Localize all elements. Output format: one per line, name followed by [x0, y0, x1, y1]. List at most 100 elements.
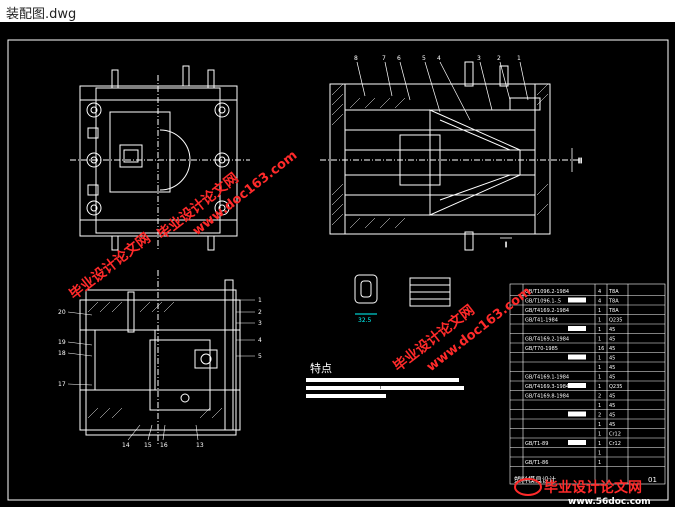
bom-cell-qty: 1 — [598, 327, 601, 333]
bom-redacted-cell — [568, 383, 586, 388]
bom-cell-qty: 1 — [598, 308, 601, 314]
bom-cell-part: GB/T1096.2-1984 — [525, 289, 569, 295]
bom-cell-mat: 45 — [609, 356, 615, 362]
callout-14: 14 — [122, 442, 130, 449]
bom-redacted-cell — [568, 297, 586, 303]
bom-cell-qty: 4 — [598, 289, 601, 295]
bom-cell-mat: T8A — [608, 308, 619, 314]
callout-r4: 4 — [258, 337, 262, 344]
sheet-border — [7, 39, 669, 501]
bom-cell-qty: 1 — [598, 365, 601, 371]
bom-cell-mat: 45 — [609, 337, 615, 343]
bom-cell-qty: 1 — [598, 356, 601, 362]
footer-cn: 毕业设计论文网 — [544, 479, 642, 496]
watermark-2: 毕业设计论文网 — [66, 229, 154, 303]
bottom-callouts: 14 15 16 13 — [122, 424, 204, 449]
bom-cell-part: GB/T4169.3-1984 — [525, 384, 569, 390]
bom-cell-qty: 1 — [598, 403, 601, 409]
left-callouts: 20 19 18 17 — [58, 309, 93, 388]
bom-cell-mat: Cr12 — [609, 432, 621, 438]
bom-cell-qty: 1 — [598, 432, 601, 438]
bom-cell-qty: 1 — [598, 384, 601, 390]
bom-cell-mat: 45 — [609, 365, 615, 371]
bom-cell-mat: Q235 — [609, 318, 622, 324]
callout-15: 15 — [144, 442, 152, 449]
bom-cell-qty: 16 — [598, 346, 604, 352]
callout-1: 1 — [517, 55, 521, 62]
right-callouts: 1 2 3 4 5 — [236, 297, 262, 360]
front-hatching — [87, 301, 223, 419]
callout-6: 6 — [397, 55, 401, 62]
bom-cell-mat: Cr12 — [609, 441, 621, 447]
view-label-ii: II — [578, 157, 582, 165]
bom-cell-part: GB/T4169.8-1984 — [525, 394, 569, 400]
bom-cell-qty: 1 — [598, 460, 601, 466]
bom-cell-mat: 45 — [609, 403, 615, 409]
callout-3: 3 — [477, 55, 481, 62]
window-title: 装配图.dwg — [6, 7, 77, 22]
callout-2: 2 — [497, 55, 501, 62]
callout-7: 7 — [382, 55, 386, 62]
section-markers: II I — [500, 148, 583, 249]
bom-redacted-cell — [568, 354, 586, 360]
bom-cell-part: GB/T1-86 — [525, 460, 548, 466]
bom-redacted-cell — [568, 411, 586, 417]
bom-cell-part: GB/T1096.1-.5 — [525, 299, 561, 305]
callout-18: 18 — [58, 350, 66, 357]
callout-r2: 2 — [258, 309, 262, 316]
window-titlebar: 装配图.dwg — [0, 0, 675, 23]
watermark-cn-2: 毕业设计论文网 — [66, 229, 154, 303]
features-notes — [306, 378, 464, 398]
callout-r1: 1 — [258, 297, 262, 304]
callout-19: 19 — [58, 339, 66, 346]
cad-viewport[interactable]: 8 7 6 5 4 3 2 1 II I — [0, 22, 675, 507]
callout-4: 4 — [437, 55, 441, 62]
bom-cell-qty: 1 — [598, 422, 601, 428]
bom-cell-mat: 45 — [609, 346, 615, 352]
bom-cell-part: GB/T4169.2-1984 — [525, 337, 569, 343]
sheet-number: 01 — [648, 476, 657, 484]
bom-cell-mat: 45 — [609, 327, 615, 333]
features-heading: 特点 — [310, 361, 332, 375]
drawing-sheet: 8 7 6 5 4 3 2 1 II I — [7, 39, 669, 507]
logo-icon — [514, 478, 542, 496]
bom-cell-mat: 45 — [609, 394, 615, 400]
bom-cell-part: GB/T4169.1-1984 — [525, 375, 569, 381]
top-callouts: 8 7 6 5 4 3 2 1 — [354, 55, 521, 62]
bom-cell-mat: T8A — [608, 299, 619, 305]
section-view — [320, 61, 580, 251]
bom-cell-qty: 1 — [598, 375, 601, 381]
bom-cell-qty: 1 — [598, 318, 601, 324]
bom-cell-mat: 45 — [609, 375, 615, 381]
bom-cell-part: GB/T4169.2-1984 — [525, 308, 569, 314]
detail-dimension: 32.5 — [358, 317, 372, 324]
bom-cell-qty: 2 — [598, 394, 601, 400]
bom-cell-qty: 1 — [598, 451, 601, 457]
view-label-i: I — [505, 241, 507, 249]
callout-5: 5 — [422, 55, 426, 62]
bom-redacted-cell — [568, 326, 586, 331]
footer-watermark: 毕业设计论文网 www.56doc.com — [514, 478, 651, 507]
bom-cell-mat: T8A — [608, 289, 619, 295]
bom-redacted-cell — [568, 440, 586, 445]
bom-cell-part: GB/T41-1984 — [525, 318, 558, 324]
bom-cell-mat: 45 — [609, 413, 615, 419]
callout-16: 16 — [160, 442, 168, 449]
bom-cell-qty: 1 — [598, 441, 601, 447]
footer-url: www.56doc.com — [568, 497, 651, 507]
bom-cell-mat: Q235 — [609, 384, 622, 390]
bom-cell-qty: 2 — [598, 413, 601, 419]
bom-cell-part: GB/T70-1985 — [525, 346, 558, 352]
callout-13: 13 — [196, 442, 204, 449]
callout-r5: 5 — [258, 353, 262, 360]
detail-view — [354, 274, 451, 315]
front-section-view — [79, 270, 241, 445]
callout-20: 20 — [58, 309, 66, 316]
top-leaders — [356, 61, 529, 121]
section-hatching — [331, 83, 549, 229]
callout-r3: 3 — [258, 320, 262, 327]
bom-cell-mat: 45 — [609, 422, 615, 428]
watermark-1: 毕业设计论文网 www.doc163.com — [154, 148, 300, 243]
features-note-mark: I — [380, 385, 381, 391]
